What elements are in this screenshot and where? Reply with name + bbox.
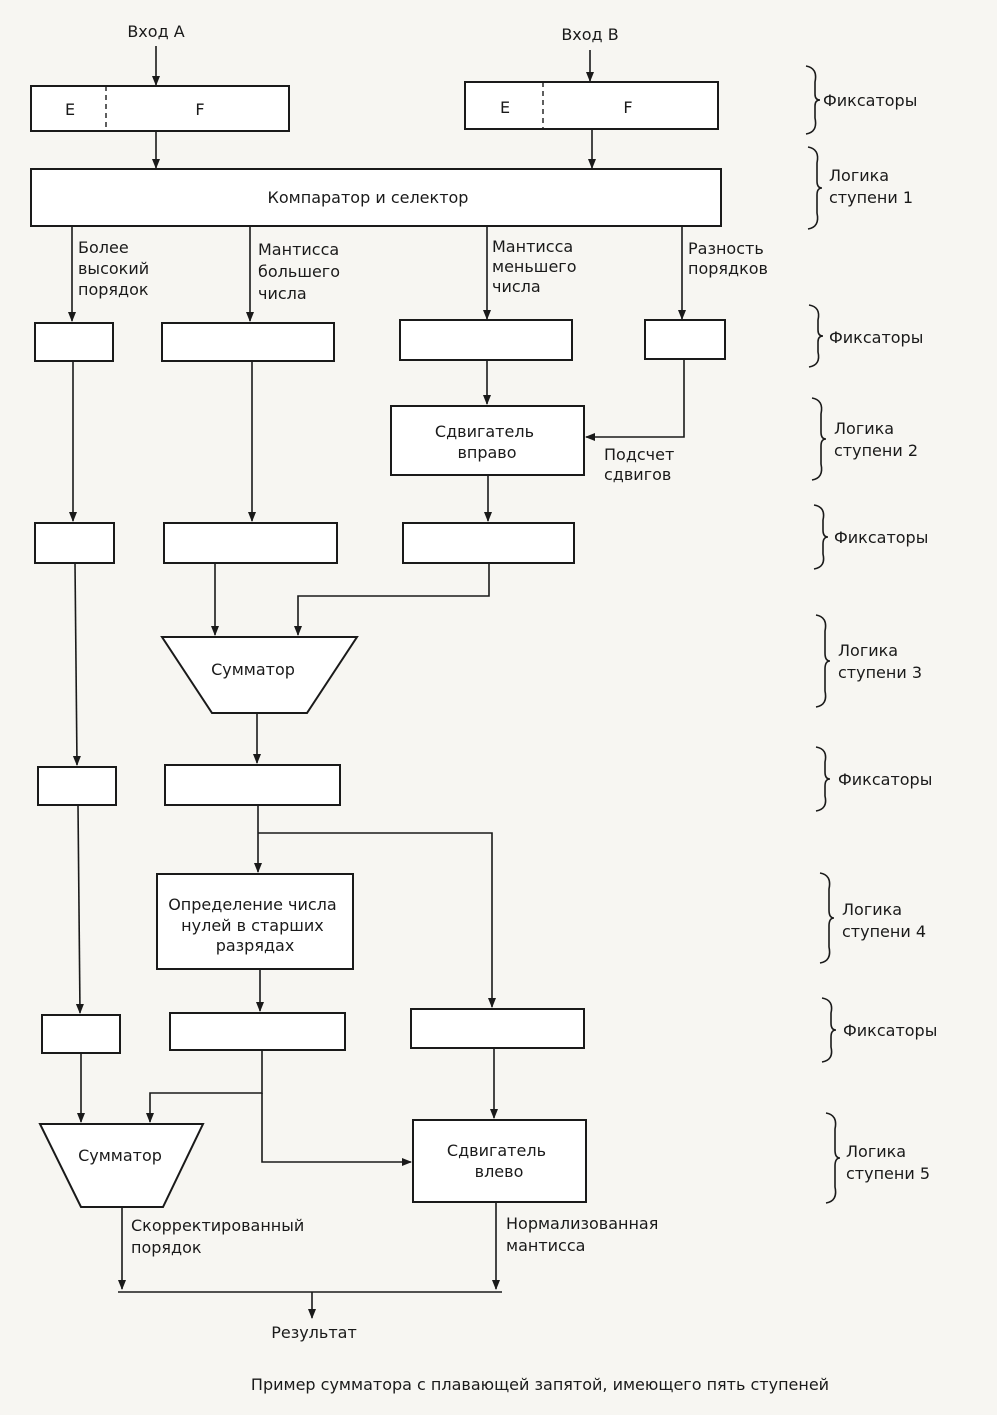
- comparator-block: [30, 168, 722, 227]
- brace-stage-1: [807, 146, 823, 230]
- stage-label-stage-5: Логика ступени 5: [846, 1142, 930, 1183]
- brace-stage-2: [811, 397, 827, 481]
- latch-4-sum: [410, 1008, 585, 1049]
- adder-2-block: [38, 1123, 205, 1208]
- latch-1-diff: [644, 319, 726, 360]
- adder-2-label: Сумматор: [78, 1146, 162, 1165]
- arrow-to-adder1-right: [294, 563, 490, 636]
- latch-2-larger: [163, 522, 338, 564]
- shifter-left-label: Сдвигатель влево: [447, 1141, 551, 1181]
- brace-latches-1: [805, 65, 821, 135]
- stage-label-stage-1: Логика ступени 1: [829, 166, 913, 207]
- stage-label-stage-2: Логика ступени 2: [834, 419, 918, 460]
- stage-label-latches-2: Фиксаторы: [829, 328, 923, 347]
- latch-1-exponent: [34, 322, 114, 362]
- latch-1-larger: [161, 322, 335, 362]
- arrow-zero-count-to-shifter-left: [261, 1093, 412, 1166]
- latch-4-zero-count: [169, 1012, 346, 1051]
- input-a-label: Вход А: [127, 22, 184, 41]
- register-b-f: F: [623, 98, 632, 117]
- latch-3-exponent: [37, 766, 117, 806]
- shifter-left-block: [412, 1119, 587, 1203]
- adder-1-block: [160, 636, 359, 714]
- signal-normalized-mantissa: Нормализованная мантисса: [506, 1214, 663, 1255]
- latch-4-exponent: [41, 1014, 121, 1054]
- brace-latches-2: [808, 304, 824, 368]
- stage-label-stage-4: Логика ступени 4: [842, 900, 926, 941]
- stage-label-latches-5: Фиксаторы: [843, 1021, 937, 1040]
- brace-latches-5: [821, 997, 837, 1063]
- shifter-right-block: [390, 405, 585, 476]
- register-a-e: E: [65, 100, 75, 119]
- adder-1-label: Сумматор: [211, 660, 295, 679]
- latch-2-shifted: [402, 522, 575, 564]
- stage-label-latches-1: Фиксаторы: [823, 91, 917, 110]
- signal-higher-exponent: Более высокий порядок: [78, 238, 154, 299]
- zero-detect-block: [156, 873, 354, 970]
- register-b-e: E: [500, 98, 510, 117]
- signal-corrected-exponent: Скорректированный порядок: [131, 1216, 309, 1257]
- shifter-right-label: Сдвигатель вправо: [435, 422, 539, 462]
- brace-stage-5: [825, 1112, 841, 1204]
- arrow-exponent-3: [72, 562, 81, 766]
- register-a-f: F: [195, 100, 204, 119]
- arrow-exponent-4: [75, 804, 84, 1014]
- signal-smaller-mantissa: Мантисса меньшего числа: [492, 237, 582, 296]
- stage-label-stage-3: Логика ступени 3: [838, 641, 922, 682]
- register-a: [30, 85, 290, 132]
- signal-shift-count: Подсчет сдвигов: [604, 445, 679, 484]
- latch-1-smaller: [399, 319, 573, 361]
- stage-label-latches-4: Фиксаторы: [838, 770, 932, 789]
- arrow-shift-count: [585, 359, 685, 441]
- arrow-zero-count-to-adder2: [146, 1050, 263, 1123]
- brace-latches-3: [813, 504, 829, 570]
- zero-detect-label: Определение числа нулей в старших разряд…: [168, 895, 342, 955]
- input-b-label: Вход В: [561, 25, 618, 44]
- latch-3-sum: [164, 764, 341, 806]
- result-label: Результат: [271, 1323, 357, 1342]
- signal-exponent-diff: Разность порядков: [688, 239, 769, 278]
- latch-2-exponent: [34, 522, 115, 564]
- brace-latches-4: [815, 746, 831, 812]
- figure-caption: Пример сумматора с плавающей запятой, им…: [251, 1375, 829, 1394]
- brace-stage-3: [815, 614, 831, 708]
- brace-stage-4: [819, 872, 835, 964]
- signal-larger-mantissa: Мантисса большего числа: [258, 240, 345, 303]
- arrow-bypass-sum: [258, 832, 496, 1008]
- comparator-label: Компаратор и селектор: [268, 188, 469, 207]
- stage-label-latches-3: Фиксаторы: [834, 528, 928, 547]
